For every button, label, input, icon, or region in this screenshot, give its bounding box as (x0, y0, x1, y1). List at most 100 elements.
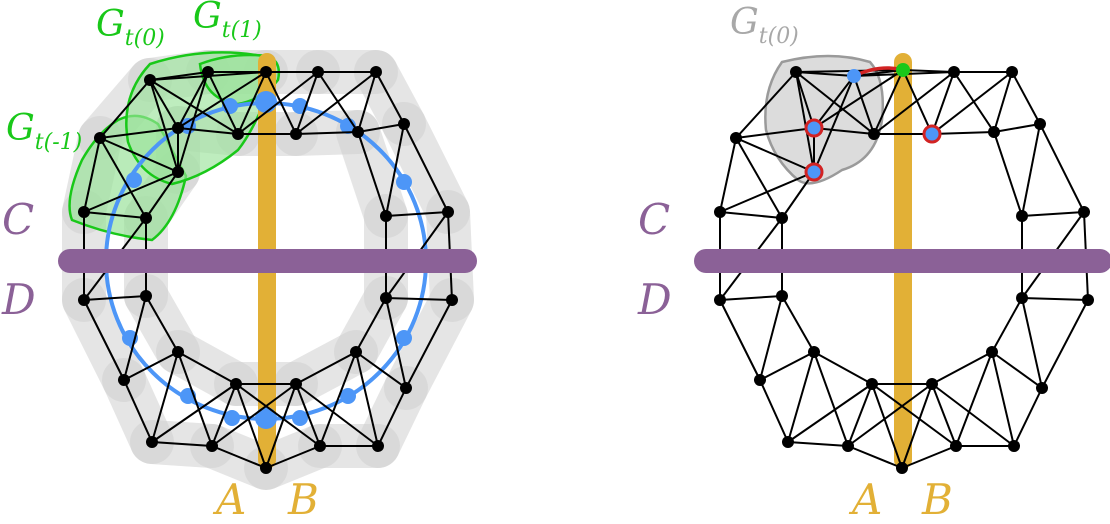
edge-46 (357, 123, 405, 133)
edge-47 (385, 123, 405, 217)
left-panel (58, 50, 477, 490)
edge-15 (211, 445, 267, 469)
vertex-right-o5 (790, 66, 802, 78)
vertex-i4 (352, 126, 364, 138)
label-g-t0-right: Gt(0) (730, 2, 799, 49)
label-b-right: B (921, 475, 953, 524)
vertex-blue-right (847, 69, 861, 83)
label-a-left: A (212, 475, 246, 524)
label-c-left: C (2, 195, 34, 244)
edge-66 (295, 383, 379, 447)
edge-right-11 (1041, 299, 1089, 389)
vertex-right-i2 (868, 128, 880, 140)
vertex-right-i11 (986, 346, 998, 358)
edge-55 (123, 295, 147, 381)
edge-39 (149, 79, 179, 129)
vertex-red-ring-0 (804, 118, 824, 138)
edge-right-18 (813, 127, 875, 135)
edge-27 (355, 297, 387, 353)
vertex-right-i4 (988, 126, 1000, 138)
vertex-o16 (314, 440, 326, 452)
label-c-right: C (638, 195, 670, 244)
graph-edges (83, 71, 453, 469)
edge-right-43 (735, 137, 815, 173)
vertex-o5 (144, 74, 156, 86)
edge-right-65 (991, 351, 1015, 447)
graph-vertices-right (714, 63, 1094, 474)
vertex-red-ring-2 (804, 162, 824, 182)
vertex-green-right (896, 63, 910, 77)
vertex-i5 (172, 166, 184, 178)
clique-cycle-node-6 (396, 174, 412, 190)
edge-70 (235, 383, 321, 447)
vertex-right-o7 (1034, 118, 1046, 130)
vertex-right-i6 (776, 212, 788, 224)
edge-right-7 (1039, 123, 1085, 213)
label-g-t0: Gt(0) (96, 4, 165, 51)
edge-51 (83, 295, 147, 301)
vertex-right-o12 (754, 374, 766, 386)
edge-34 (265, 71, 297, 135)
edge-right-26 (781, 295, 815, 353)
edge-53 (385, 297, 453, 301)
clique-cycle-node-10 (396, 330, 412, 346)
label-g-tm1: Gt(-1) (6, 108, 82, 155)
edge-right-46 (993, 123, 1041, 133)
vertex-o6 (94, 132, 106, 144)
vertex-o17 (372, 440, 384, 452)
edge-right-5 (735, 71, 797, 139)
edge-13 (377, 387, 407, 447)
edge-right-51 (719, 295, 783, 301)
edge-35 (295, 71, 319, 135)
edge-right-64 (955, 351, 993, 447)
edge-49 (83, 171, 179, 213)
edge-60 (211, 383, 237, 447)
vertex-right-i7 (1016, 210, 1028, 222)
edge-14 (151, 441, 213, 447)
vertex-right-o16 (950, 440, 962, 452)
edge-68 (355, 351, 407, 389)
vertex-o13 (400, 382, 412, 394)
edge-right-56 (759, 351, 815, 381)
edge-40 (149, 79, 239, 135)
vertex-right-i10 (808, 346, 820, 358)
edge-5 (99, 79, 151, 139)
edge-72 (237, 71, 319, 135)
edge-right-35 (931, 71, 955, 135)
clique-cycle-node-14 (292, 410, 308, 426)
clique-cycle-node-13 (224, 410, 240, 426)
vertex-o12 (118, 374, 130, 386)
clique-cycle-node-12 (340, 388, 356, 404)
edge-69 (211, 383, 297, 447)
edge-right-38 (931, 71, 1013, 135)
edge-12 (123, 379, 153, 443)
edge-57 (151, 351, 179, 443)
clique-cycle-node-15 (255, 407, 277, 429)
edge-right-72 (873, 71, 955, 135)
vertex-right-o15 (842, 440, 854, 452)
clique-cycle-node-0 (255, 91, 277, 113)
edge-right-20 (931, 131, 995, 135)
edge-61 (235, 383, 267, 469)
vertex-right-o3 (948, 66, 960, 78)
vertex-i11 (350, 346, 362, 358)
edge-right-15 (847, 445, 903, 469)
edge-right-27 (991, 297, 1023, 353)
edge-right-22 (993, 131, 1023, 217)
vertex-i8 (140, 290, 152, 302)
edge-59 (177, 351, 213, 447)
edge-64 (319, 351, 357, 447)
edge-37 (357, 71, 377, 133)
vertex-right-o10 (714, 294, 726, 306)
edge-right-69 (847, 383, 933, 447)
vertex-i3 (290, 128, 302, 140)
vertex-right-o14 (782, 436, 794, 448)
label-d-left: D (1, 275, 36, 324)
vertex-i6 (140, 212, 152, 224)
vertex-i9 (380, 292, 392, 304)
label-d-right: D (637, 275, 672, 324)
edge-30 (295, 351, 357, 385)
edge-right-60 (847, 383, 873, 447)
edge-56 (123, 351, 179, 381)
edge-right-34 (902, 69, 933, 135)
